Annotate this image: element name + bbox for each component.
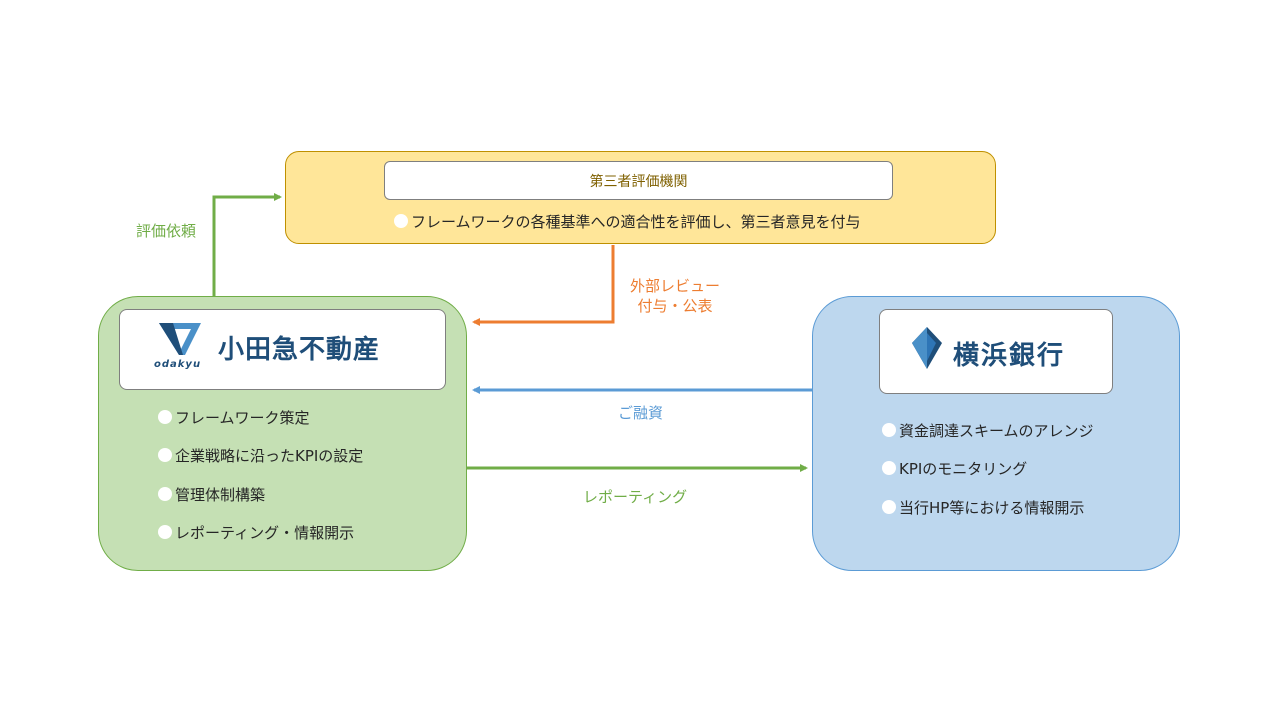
bullet-icon — [158, 487, 172, 501]
odakyu-item-text: レポーティング・情報開示 — [175, 523, 355, 542]
external-review-label: 外部レビュー 付与・公表 — [620, 276, 730, 316]
third-party-title: 第三者評価機関 — [384, 161, 893, 200]
yokohama-item-text: KPIのモニタリング — [899, 459, 1028, 478]
odakyu-item: 管理体制構築 — [158, 483, 265, 505]
reporting-label: レポーティング — [583, 488, 688, 506]
odakyu-item: レポーティング・情報開示 — [158, 521, 354, 543]
financing-label: ご融資 — [618, 404, 664, 422]
external-review-label-line1: 外部レビュー — [629, 277, 720, 295]
bullet-icon — [882, 423, 896, 437]
external-review-arrow — [472, 245, 615, 326]
external-review-label-line2: 付与・公表 — [637, 297, 713, 315]
bullet-icon — [158, 525, 172, 539]
odakyu-logo-icon — [159, 323, 201, 355]
third-party-title-text: 第三者評価機関 — [589, 173, 688, 190]
yokohama-item-text: 資金調達スキームのアレンジ — [899, 421, 1094, 440]
yokohama-item: 当行HP等における情報開示 — [882, 496, 1084, 518]
bullet-icon — [882, 500, 896, 514]
third-party-description: フレームワークの各種基準への適合性を評価し、第三者意見を付与 — [394, 209, 954, 233]
third-party-description-text: フレームワークの各種基準への適合性を評価し、第三者意見を付与 — [411, 212, 861, 231]
bullet-icon — [158, 410, 172, 424]
yokohama-logo-icon — [912, 327, 942, 369]
odakyu-item: 企業戦略に沿ったKPIの設定 — [158, 444, 363, 466]
yokohama-item: KPIのモニタリング — [882, 457, 1027, 479]
bullet-icon — [394, 214, 408, 228]
odakyu-item-text: 企業戦略に沿ったKPIの設定 — [175, 446, 364, 465]
odakyu-item-text: 管理体制構築 — [175, 485, 266, 504]
bullet-icon — [882, 461, 896, 475]
yokohama-logo-name: 横浜銀行 — [953, 341, 1066, 371]
odakyu-logo-name: 小田急不動産 — [218, 335, 381, 365]
bullet-icon — [158, 448, 172, 462]
evaluation-request-label: 評価依頼 — [136, 222, 197, 240]
evaluation-request-arrow — [212, 193, 282, 296]
odakyu-logo-roman: odakyu — [154, 359, 202, 370]
odakyu-item: フレームワーク策定 — [158, 406, 310, 428]
yokohama-item: 資金調達スキームのアレンジ — [882, 419, 1094, 441]
odakyu-item-text: フレームワーク策定 — [175, 408, 310, 427]
yokohama-item-text: 当行HP等における情報開示 — [899, 498, 1085, 517]
odakyu-logo-box — [119, 309, 446, 390]
